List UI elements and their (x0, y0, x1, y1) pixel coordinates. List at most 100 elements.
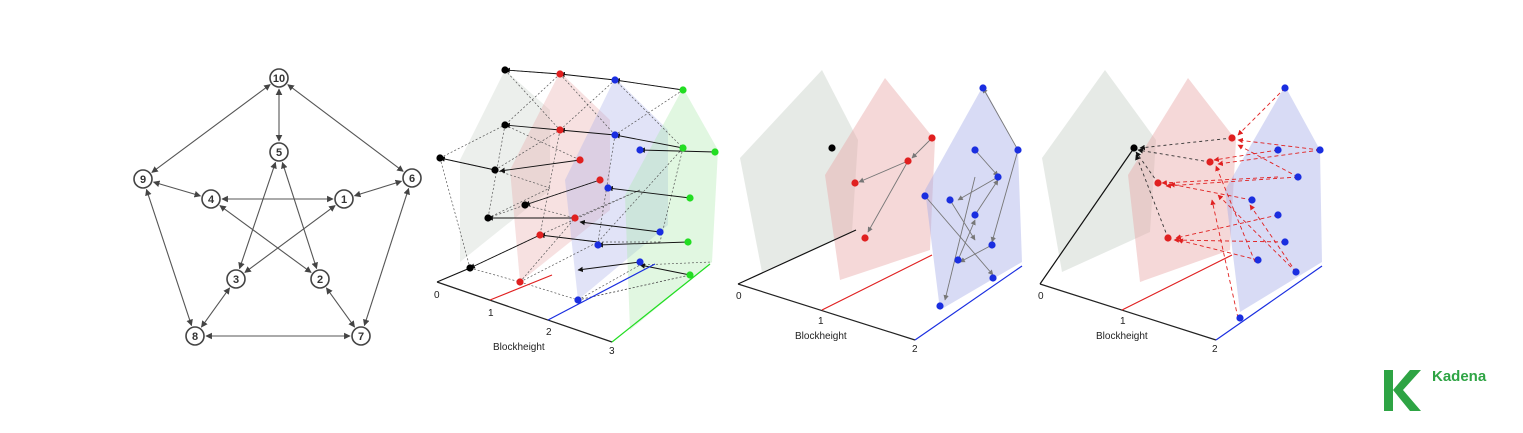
panel2-nodes (828, 84, 1022, 310)
axis-chain-1 (821, 254, 933, 311)
block-node (656, 228, 664, 236)
plane-chain-0 (1042, 70, 1156, 272)
block-node (686, 271, 694, 279)
petersen-edge (325, 287, 356, 328)
block-node (904, 157, 912, 165)
plane-chain-0 (740, 70, 858, 272)
block-node (861, 234, 869, 242)
block-node (1294, 173, 1302, 181)
tick-2: 2 (912, 344, 918, 355)
block-node (828, 144, 836, 152)
block-node (1292, 268, 1300, 276)
block-node (636, 146, 644, 154)
petersen-edge (353, 179, 403, 198)
block-node (536, 231, 544, 239)
tick-1: 1 (818, 316, 824, 327)
panel3-nodes (1130, 84, 1324, 322)
node-label: 10 (273, 73, 285, 85)
axis-chain-0 (737, 229, 857, 285)
petersen-edge (287, 84, 404, 172)
node-circle (226, 269, 246, 289)
axis-chain-1 (1121, 254, 1233, 311)
black-dashed-links (1135, 137, 1233, 239)
node-label: 9 (140, 174, 146, 186)
petersen-node: 4 (201, 189, 221, 209)
plane-chain-0 (460, 70, 550, 262)
block-node (1274, 211, 1282, 219)
block-node (936, 302, 944, 310)
axis-chain-3 (611, 263, 711, 343)
axis-blockheight (436, 281, 613, 343)
petersen-node: 2 (310, 269, 330, 289)
tick-2: 2 (546, 327, 552, 338)
block-node (1154, 179, 1162, 187)
block-node (1014, 146, 1022, 154)
node-label: 8 (192, 331, 198, 343)
axis-chain-0 (436, 267, 471, 283)
block-node (596, 176, 604, 184)
block-node (1254, 256, 1262, 264)
axis-chain-0 (1039, 147, 1135, 285)
node-circle (185, 326, 205, 346)
petersen-node: 3 (226, 269, 246, 289)
axes (436, 263, 711, 343)
axes (1039, 147, 1323, 341)
block-node (686, 194, 694, 202)
block-node (636, 258, 644, 266)
block-node (1248, 196, 1256, 204)
node-label: 1 (341, 194, 347, 206)
plane-chain-1 (510, 72, 610, 282)
tick-1: 1 (488, 308, 494, 319)
node-label: 5 (276, 147, 282, 159)
block-node (556, 70, 564, 78)
block-node (501, 66, 509, 74)
axis-chain-2 (547, 263, 656, 321)
block-node (436, 154, 444, 162)
block-node (921, 192, 929, 200)
block-node (946, 196, 954, 204)
block-node (611, 131, 619, 139)
links (858, 87, 1019, 301)
petersen-edge (151, 84, 271, 173)
block-node (679, 144, 687, 152)
block-node (1228, 134, 1236, 142)
chain-planes (460, 70, 718, 330)
node-circle (269, 68, 289, 88)
block-node (571, 214, 579, 222)
block-node (521, 201, 529, 209)
node-circle (133, 169, 153, 189)
block-node (491, 166, 499, 174)
block-node (1164, 234, 1172, 242)
node-label: 6 (409, 173, 415, 185)
petersen-edge (244, 205, 336, 273)
tick-2: 2 (1212, 344, 1218, 355)
node-circle (201, 189, 221, 209)
block-node (994, 173, 1002, 181)
block-node (971, 146, 979, 154)
axis-chain-2 (1215, 265, 1323, 341)
tick-0: 0 (1038, 291, 1044, 302)
panel-four-chains: 0 1 2 3 Blockheight (434, 66, 719, 357)
block-node (1236, 314, 1244, 322)
block-node (576, 156, 584, 164)
block-node (574, 296, 582, 304)
block-node (594, 241, 602, 249)
node-label: 3 (233, 274, 239, 286)
block-node (1281, 84, 1289, 92)
block-node (928, 134, 936, 142)
block-node (1316, 146, 1324, 154)
petersen-edge (200, 287, 231, 328)
node-circle (310, 269, 330, 289)
petersen-edge (145, 188, 193, 327)
petersen-edge (363, 187, 410, 327)
petersen-edges (145, 84, 410, 340)
node-label: 2 (317, 274, 323, 286)
node-circle (269, 142, 289, 162)
block-node (1206, 158, 1214, 166)
block-node (604, 184, 612, 192)
node-circle (402, 168, 422, 188)
block-node (611, 76, 619, 84)
plane-chain-1 (825, 78, 935, 280)
petersen-edge (238, 161, 277, 270)
